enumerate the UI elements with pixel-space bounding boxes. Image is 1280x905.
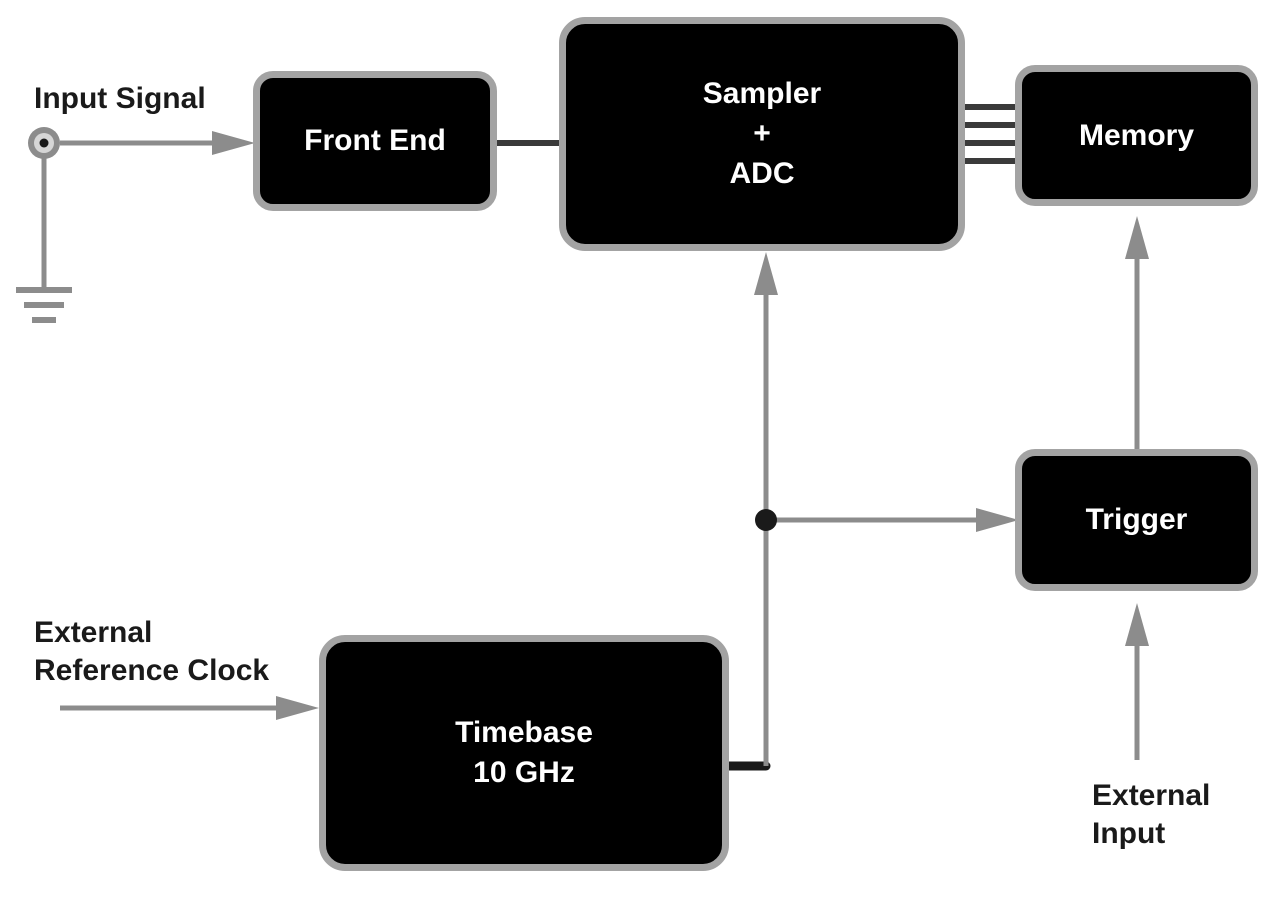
memory-block: Memory bbox=[1015, 65, 1258, 206]
trigger-to-memory-arrow bbox=[1125, 216, 1149, 452]
junction-dot-icon bbox=[755, 509, 777, 531]
external-input-arrow bbox=[1125, 603, 1149, 760]
sampler-to-memory-bus bbox=[962, 104, 1022, 164]
front-end-block: Front End bbox=[253, 71, 497, 211]
sampler-adc-block: Sampler + ADC bbox=[559, 17, 965, 251]
junction-to-trigger-arrow bbox=[766, 508, 1019, 532]
trigger-block: Trigger bbox=[1015, 449, 1258, 591]
input-signal-label: Input Signal bbox=[34, 82, 206, 115]
reference-clock-arrow bbox=[60, 696, 319, 720]
external-input-label: External Input bbox=[1092, 779, 1211, 850]
ground-symbol-icon bbox=[16, 145, 72, 323]
external-reference-clock-label: External Reference Clock bbox=[34, 616, 270, 687]
bnc-connector-icon bbox=[28, 127, 60, 159]
timebase-to-sampler-wire bbox=[721, 252, 778, 771]
input-signal-arrow bbox=[60, 131, 255, 155]
timebase-block: Timebase 10 GHz bbox=[319, 635, 729, 871]
